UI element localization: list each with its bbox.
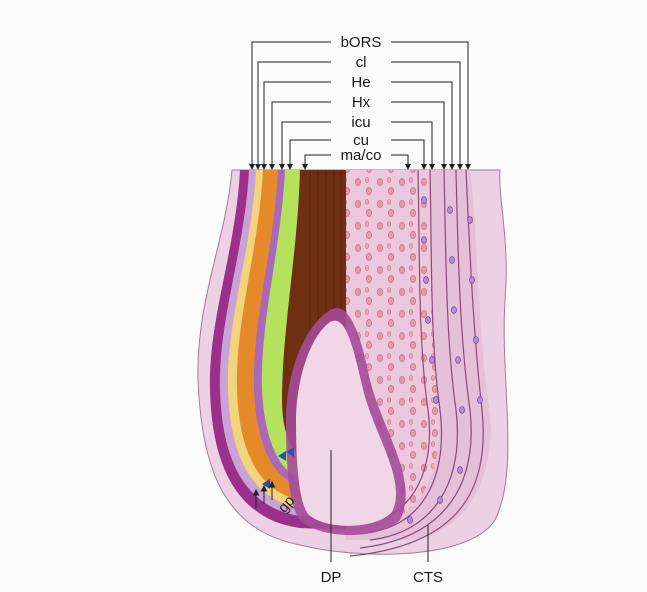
label-he: He <box>351 74 370 91</box>
label-cl: cl <box>356 54 367 71</box>
label-bors: bORS <box>341 34 382 51</box>
leader-arrowheads <box>249 164 471 170</box>
label-cts: CTS <box>413 569 443 586</box>
label-ma-co: ma/co <box>341 147 382 164</box>
label-dp: DP <box>321 569 342 586</box>
label-hx: Hx <box>352 94 371 111</box>
label-icu: icu <box>351 114 370 131</box>
